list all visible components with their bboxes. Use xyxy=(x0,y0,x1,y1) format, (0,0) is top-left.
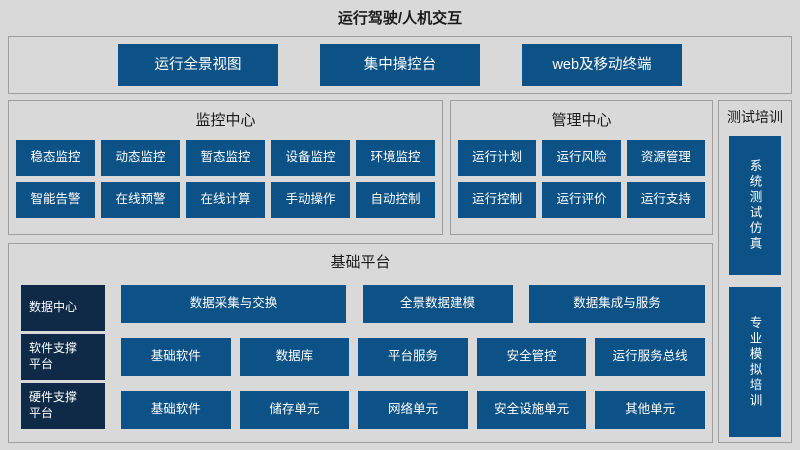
monitoring-center-title: 监控中心 xyxy=(195,112,256,129)
platform-data-row: 数据采集与交换 全景数据建模 数据集成与服务 xyxy=(121,285,705,323)
node-storage-unit: 储存单元 xyxy=(239,391,350,429)
node-platform-services: 平台服务 xyxy=(358,338,468,376)
node-data-collection-exchange: 数据采集与交换 xyxy=(121,285,346,323)
page-title: 运行驾驶/人机交互 xyxy=(337,10,463,27)
monitoring-row-2: 智能告警 在线预警 在线计算 手动操作 自动控制 xyxy=(9,182,442,218)
node-online-warning: 在线预警 xyxy=(101,182,180,218)
node-security-facility-unit: 安全设施单元 xyxy=(476,391,587,429)
hmi-panel: 运行全景视图 集中操控台 web及移动终端 xyxy=(8,36,792,94)
node-operation-support: 运行支持 xyxy=(626,182,705,218)
node-basic-software: 基础软件 xyxy=(121,338,231,376)
node-central-console: 集中操控台 xyxy=(320,44,480,86)
base-platform-title: 基础平台 xyxy=(330,254,391,271)
management-row-1: 运行计划 运行风险 资源管理 xyxy=(451,140,712,176)
node-basic-software-hw: 基础软件 xyxy=(121,391,231,429)
node-transient-monitoring: 暂态监控 xyxy=(186,140,265,176)
management-row-2: 运行控制 运行评价 运行支持 xyxy=(451,182,712,218)
base-platform-body: 数据中心 软件支撑平台 硬件支撑平台 数据采集与交换 全景数据建模 数据集成与服… xyxy=(9,285,712,429)
node-resource-management: 资源管理 xyxy=(626,140,705,176)
node-other-units: 其他单元 xyxy=(595,391,705,429)
platform-hardware-row: 基础软件 储存单元 网络单元 安全设施单元 其他单元 xyxy=(121,391,705,429)
node-web-mobile-terminal: web及移动终端 xyxy=(522,44,682,86)
node-automatic-control: 自动控制 xyxy=(356,182,435,218)
category-software-support-platform-label: 软件支撑平台 xyxy=(29,341,78,371)
monitoring-row-1: 稳态监控 动态监控 暂态监控 设备监控 环境监控 xyxy=(9,140,442,176)
node-panoramic-data-modeling: 全景数据建模 xyxy=(362,285,513,323)
node-system-test-simulation: 系统测试仿真 xyxy=(729,136,781,275)
management-center-panel: 管理中心 运行计划 运行风险 资源管理 运行控制 运行评价 运行支持 xyxy=(450,100,713,235)
node-operation-evaluation: 运行评价 xyxy=(542,182,621,218)
node-operation-control: 运行控制 xyxy=(458,182,537,218)
node-operation-risk: 运行风险 xyxy=(542,140,621,176)
node-online-calculation: 在线计算 xyxy=(186,182,265,218)
node-data-integration-services: 数据集成与服务 xyxy=(529,285,705,323)
node-intelligent-alarm: 智能告警 xyxy=(16,182,95,218)
platform-category-column: 数据中心 软件支撑平台 硬件支撑平台 xyxy=(21,285,105,429)
node-network-unit: 网络单元 xyxy=(358,391,468,429)
node-operation-plan: 运行计划 xyxy=(458,140,537,176)
node-database: 数据库 xyxy=(239,338,350,376)
testing-training-title: 测试培训 xyxy=(727,109,783,125)
category-hardware-support-platform: 硬件支撑平台 xyxy=(21,383,105,429)
category-software-support-platform: 软件支撑平台 xyxy=(21,334,105,380)
node-equipment-monitoring: 设备监控 xyxy=(271,140,350,176)
category-data-center: 数据中心 xyxy=(21,285,105,331)
node-steady-state-monitoring: 稳态监控 xyxy=(16,140,95,176)
monitoring-center-panel: 监控中心 稳态监控 动态监控 暂态监控 设备监控 环境监控 智能告警 在线预警 … xyxy=(8,100,443,235)
category-hardware-support-platform-label: 硬件支撑平台 xyxy=(29,390,78,420)
node-professional-simulation-training: 专业模拟培训 xyxy=(729,287,781,437)
node-operation-service-bus: 运行服务总线 xyxy=(595,338,705,376)
node-operation-panorama-view: 运行全景视图 xyxy=(118,44,278,86)
platform-software-row: 基础软件 数据库 平台服务 安全管控 运行服务总线 xyxy=(121,338,705,376)
node-environment-monitoring: 环境监控 xyxy=(356,140,435,176)
node-dynamic-monitoring: 动态监控 xyxy=(101,140,180,176)
node-manual-operation: 手动操作 xyxy=(271,182,350,218)
management-center-title: 管理中心 xyxy=(551,112,612,129)
base-platform-panel: 基础平台 数据中心 软件支撑平台 硬件支撑平台 数据采集与交换 全景数据建模 数… xyxy=(8,243,713,443)
node-security-control: 安全管控 xyxy=(476,338,587,376)
category-data-center-label: 数据中心 xyxy=(29,300,78,315)
testing-training-panel: 测试培训 系统测试仿真 专业模拟培训 xyxy=(718,100,792,443)
platform-rows-column: 数据采集与交换 全景数据建模 数据集成与服务 基础软件 数据库 平台服务 安全管… xyxy=(121,285,705,429)
